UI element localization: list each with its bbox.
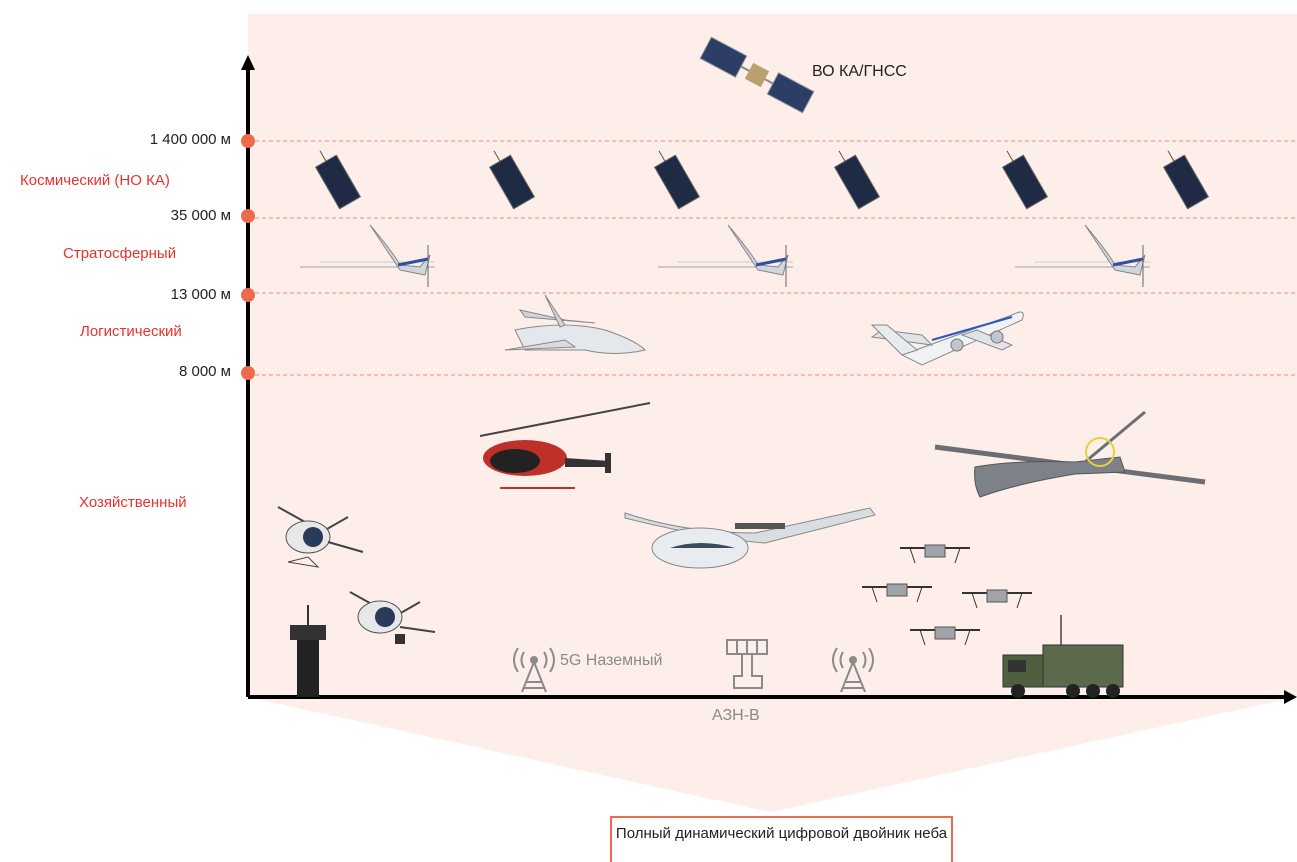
altitude-marker-dots (241, 134, 255, 380)
passenger-drone-icon (349, 591, 436, 644)
stratospheric-uav-icon (1015, 224, 1150, 287)
antenna-5g-icon (513, 647, 555, 693)
quadcopter-swarm (862, 544, 1032, 646)
leo-satellite-icon (653, 150, 701, 210)
leo-satellite-icon (833, 150, 881, 210)
tactical-uav-icon (934, 410, 1206, 498)
altitude-label-35000: 35 000 м (170, 207, 231, 224)
geo-satellite-label: ВО КА/ГНСС (812, 63, 907, 80)
digital-twin-label: Полный динамический цифровой двойник неб… (615, 825, 948, 842)
leo-satellite-icon (314, 150, 362, 210)
layer-economic: Хозяйственный (79, 494, 187, 511)
ground-5g-label: 5G Наземный (560, 652, 663, 669)
leo-satellite-icon (1162, 150, 1210, 210)
control-tower-icon (290, 605, 326, 697)
geo-satellite-icon (699, 36, 815, 114)
quadcopter-icon (910, 626, 980, 646)
adsb-station-icon (726, 639, 768, 689)
stratospheric-uav-icon (658, 224, 793, 287)
stratospheric-uav-icon (300, 224, 435, 287)
evtol-air-taxi-icon (624, 507, 876, 569)
stratospheric-uavs (300, 224, 1150, 287)
altitude-label-1400000: 1 400 000 м (149, 131, 231, 148)
layer-stratosphere: Стратосферный (63, 245, 177, 262)
leo-satellite-icon (488, 150, 536, 210)
helicopter-uav-icon (479, 402, 651, 489)
adsb-label: АЗН-В (712, 707, 760, 724)
antenna-5g-icon (832, 647, 874, 693)
leo-satellites (314, 150, 1210, 210)
digital-twin-box: Полный динамический цифровой двойник неб… (610, 816, 953, 862)
mobile-station-truck-icon (1002, 615, 1124, 698)
leo-satellite-icon (1001, 150, 1049, 210)
altitude-label-13000: 13 000 м (170, 286, 231, 303)
passenger-drone-icon (277, 506, 364, 568)
quadcopter-icon (862, 583, 932, 603)
quadcopter-icon (962, 589, 1032, 609)
airspace-panel (248, 14, 1297, 812)
layer-logistics: Логистический (80, 323, 182, 340)
layer-space: Космический (НО КА) (20, 172, 170, 189)
altitude-label-8000: 8 000 м (178, 363, 231, 380)
quadcopter-icon (900, 544, 970, 564)
airliner-icon (870, 311, 1024, 366)
cargo-drone-icon (504, 294, 646, 354)
